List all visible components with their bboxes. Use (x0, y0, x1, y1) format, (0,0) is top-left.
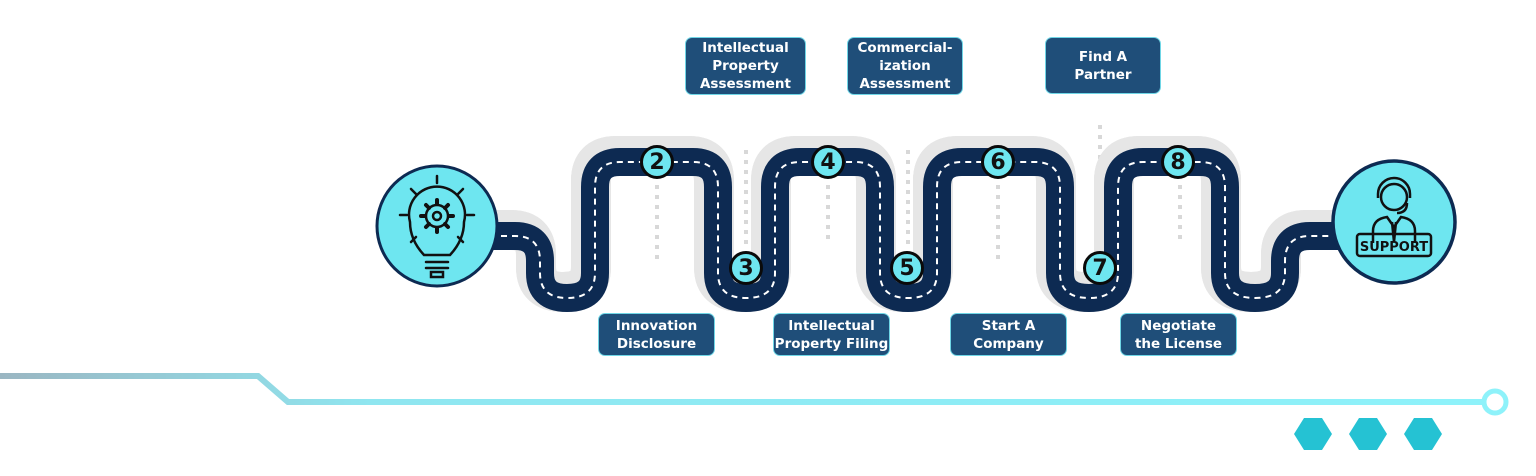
step-badge-6: 6 (981, 145, 1015, 179)
hexagon-2 (1349, 418, 1387, 450)
hexagon-1 (1294, 418, 1332, 450)
step-badge-3: 3 (729, 251, 763, 285)
label-ip-filing: Intellectual Property Filing (773, 313, 890, 356)
label-innovation-disclosure: Innovation Disclosure (598, 313, 715, 356)
step-badge-7: 7 (1083, 251, 1117, 285)
lightbulb-gear-icon (375, 164, 499, 288)
svg-text:SUPPORT: SUPPORT (1360, 240, 1428, 255)
step-badge-5: 5 (890, 251, 924, 285)
timeline-end-circle (1481, 388, 1509, 416)
road-center-dashes (490, 161, 1340, 300)
step-badge-4: 4 (811, 145, 845, 179)
hexagon-decoration (1294, 418, 1442, 450)
hexagon-3 (1404, 418, 1442, 450)
label-start-a-company: Start A Company (950, 313, 1067, 356)
step-badge-8: 8 (1161, 145, 1195, 179)
step-badge-2: 2 (640, 145, 674, 179)
label-ip-assessment: Intellectual Property Assessment (685, 37, 806, 95)
timeline-line (0, 373, 1483, 405)
label-commercialization-assessment: Commercial- ization Assessment (847, 37, 963, 95)
label-find-a-partner: Find A Partner (1045, 37, 1161, 94)
support-agent-icon: SUPPORT (1331, 159, 1457, 285)
label-negotiate-license: Negotiate the License (1120, 313, 1237, 356)
